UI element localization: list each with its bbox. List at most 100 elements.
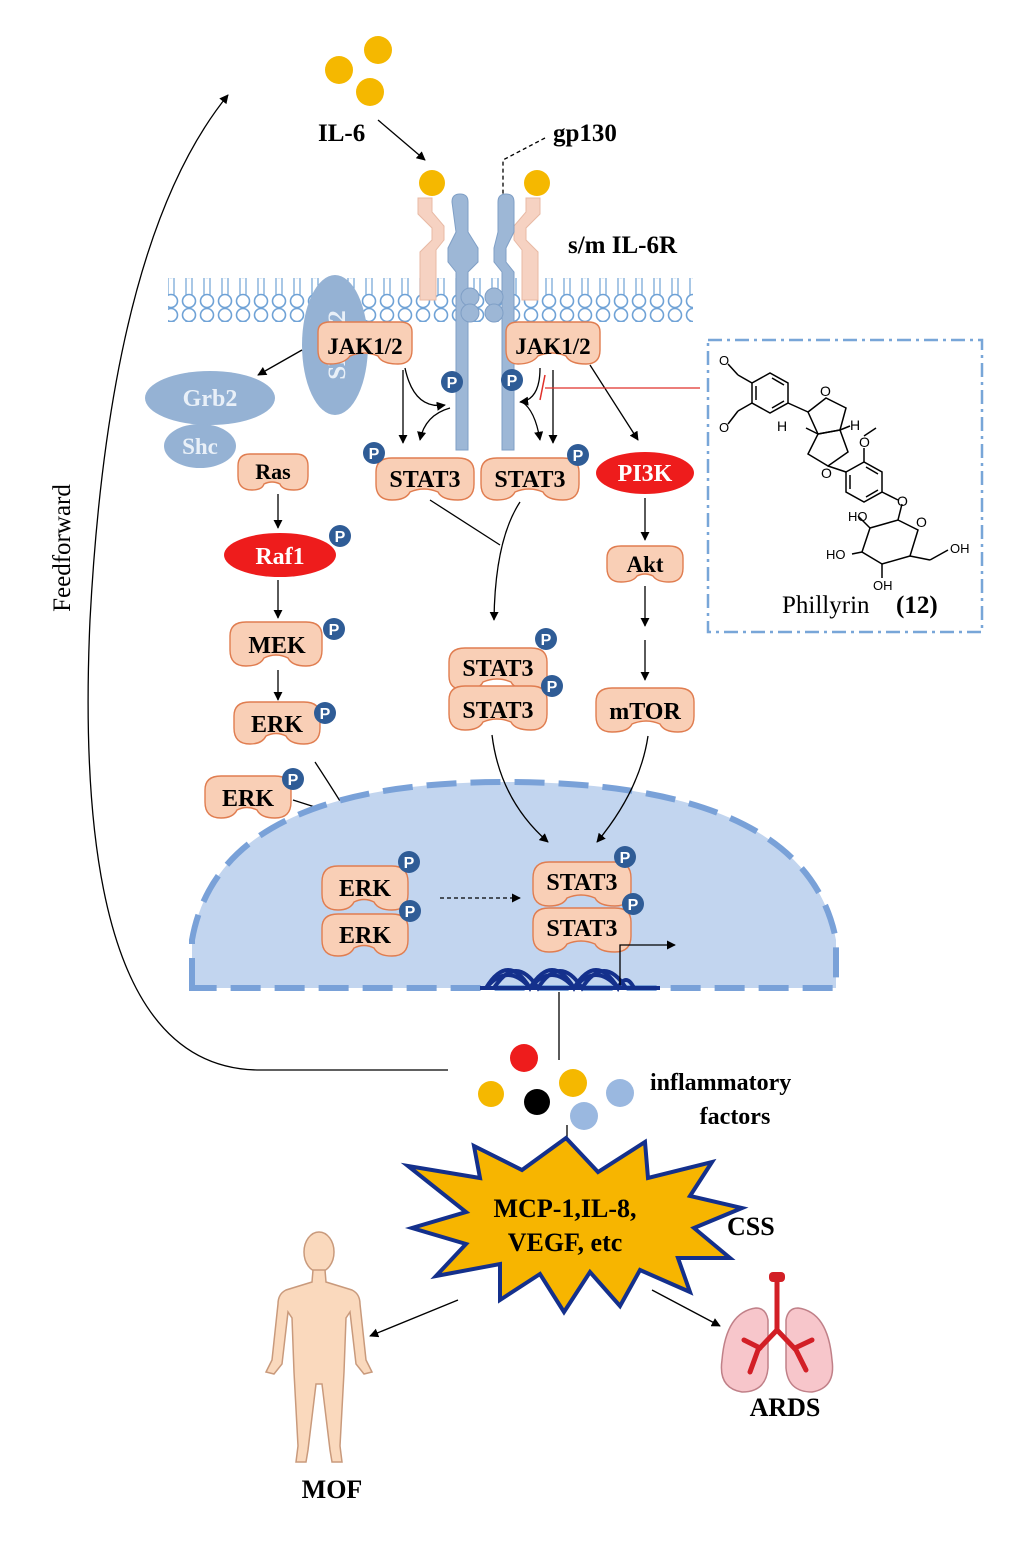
svg-text:ERK: ERK (339, 923, 391, 949)
svg-text:O: O (821, 465, 832, 481)
ras-node: Ras (237, 453, 309, 491)
svg-text:P: P (547, 679, 558, 696)
svg-text:ERK: ERK (339, 876, 391, 902)
phillyrin-structure (727, 363, 949, 578)
ras-label: Ras (255, 459, 291, 484)
shc-node: Shc (164, 424, 236, 468)
phillyrin-atoms: O O H H O O O O O HO HO OH OH (719, 353, 970, 593)
lungs-icon (720, 1272, 834, 1393)
phospho-badge: P (323, 618, 345, 640)
svg-text:P: P (541, 632, 552, 649)
erk-dimer-nuclear-top: ERK (321, 865, 409, 911)
inflammatory-label: inflammatory (650, 1070, 791, 1096)
il6r-right (513, 170, 550, 301)
svg-text:O: O (859, 434, 870, 450)
svg-text:STAT3: STAT3 (389, 467, 460, 493)
stat3-dimer-cyto-bottom: STAT3 (448, 685, 548, 731)
phospho-badge: P (441, 371, 463, 393)
jak-right-node: JAK1/2 (505, 321, 601, 365)
grb2-node: Grb2 (145, 371, 275, 425)
phospho-badge: P (363, 442, 385, 464)
svg-text:P: P (288, 772, 299, 789)
akt-node: Akt (606, 545, 684, 583)
svg-text:ERK: ERK (251, 712, 303, 738)
svg-text:OH: OH (950, 541, 970, 556)
svg-text:O: O (820, 383, 831, 399)
svg-text:O: O (719, 420, 729, 435)
il6-arrow (377, 119, 426, 161)
phospho-badge: P (535, 628, 557, 650)
phillyrin-number: (12) (896, 592, 938, 619)
raf1-node: Raf1 (224, 533, 336, 577)
il6r-left (417, 170, 445, 301)
css-factors-line2: VEGF, etc (508, 1228, 623, 1257)
svg-text:STAT3: STAT3 (462, 656, 533, 682)
svg-text:P: P (369, 446, 380, 463)
svg-text:P: P (335, 529, 346, 546)
phospho-badge: P (329, 525, 351, 547)
phospho-badge: P (501, 369, 523, 391)
il6-label: IL-6 (318, 120, 365, 147)
mek-node: MEK (229, 621, 323, 667)
svg-text:P: P (573, 448, 584, 465)
gp130-left (447, 193, 480, 451)
erk-dimer-nuclear-bottom: ERK (321, 913, 409, 957)
human-body-icon (264, 1231, 374, 1463)
phillyrin-name: Phillyrin (782, 592, 870, 619)
svg-text:P: P (329, 622, 340, 639)
phospho-badges: P P P P P P P P P P P P P P (282, 369, 644, 922)
svg-text:P: P (620, 850, 631, 867)
svg-text:HO: HO (848, 509, 868, 524)
svg-text:O: O (897, 493, 908, 509)
pi3k-label: PI3K (618, 461, 673, 487)
svg-text:P: P (320, 706, 331, 723)
stat3-right-node: STAT3 (480, 457, 580, 501)
phospho-badge: P (282, 768, 304, 790)
mof-label: MOF (302, 1475, 363, 1504)
css-label: CSS (727, 1212, 775, 1241)
akt-label: Akt (626, 552, 663, 577)
svg-text:STAT3: STAT3 (462, 698, 533, 724)
svg-text:STAT3: STAT3 (494, 467, 565, 493)
grb2-label: Grb2 (183, 386, 238, 412)
phospho-badge: P (399, 900, 421, 922)
raf1-label: Raf1 (255, 544, 304, 570)
svg-text:STAT3: STAT3 (546, 916, 617, 942)
transcription-arrow (619, 940, 676, 985)
svg-text:H: H (777, 418, 787, 434)
svg-text:O: O (719, 353, 729, 368)
phospho-badge: P (398, 851, 420, 873)
feedforward-label: Feedforward (49, 484, 76, 612)
receptor-label: s/m IL-6R (568, 232, 678, 259)
ards-label: ARDS (750, 1393, 821, 1422)
svg-text:H: H (850, 417, 860, 433)
svg-text:OH: OH (873, 578, 893, 593)
mtor-label: mTOR (609, 699, 681, 725)
mtor-node: mTOR (595, 687, 695, 733)
svg-text:ERK: ERK (222, 786, 274, 812)
nuclear-envelope (189, 778, 839, 991)
erk-node-1: ERK (233, 701, 321, 745)
feedforward-arrow (87, 94, 448, 1071)
phillyrin-box (706, 338, 984, 634)
svg-text:P: P (628, 897, 639, 914)
svg-text:P: P (447, 375, 458, 392)
svg-text:STAT3: STAT3 (546, 870, 617, 896)
stat3-dimer-nuclear-bottom: STAT3 (532, 907, 632, 953)
dna-helix-icon (480, 968, 660, 993)
svg-text:HO: HO (826, 547, 846, 562)
svg-text:P: P (507, 373, 518, 390)
mek-label: MEK (248, 633, 306, 659)
phospho-badge: P (622, 893, 644, 915)
pi3k-node: PI3K (596, 452, 694, 494)
inflammatory-factors-cluster (478, 1044, 634, 1130)
stat3-left-node: STAT3 (375, 457, 475, 501)
svg-text:P: P (404, 855, 415, 872)
cytokine-storm-burst: MCP-1,IL-8, VEGF, etc (400, 1135, 749, 1316)
phospho-badge: P (314, 702, 336, 724)
shc-label: Shc (182, 434, 218, 459)
css-factors-line1: MCP-1,IL-8, (494, 1194, 637, 1223)
svg-text:P: P (405, 904, 416, 921)
